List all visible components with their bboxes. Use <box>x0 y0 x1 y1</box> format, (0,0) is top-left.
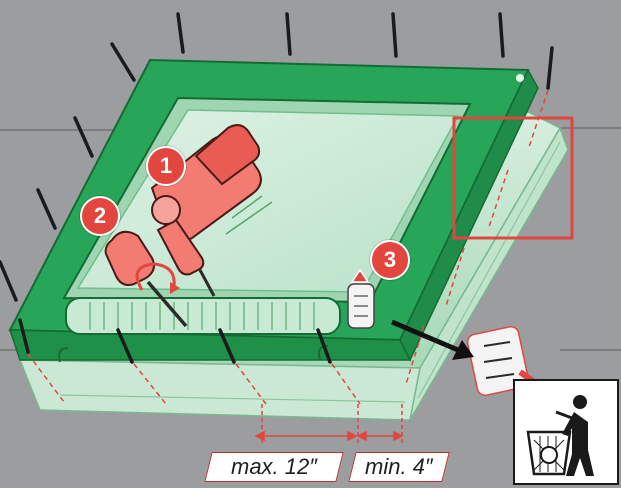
step-2-badge: 2 <box>80 196 120 236</box>
max-spacing-label: max. 12″ <box>204 452 343 482</box>
min-spacing-label: min. 4″ <box>348 452 449 482</box>
step-3-badge: 3 <box>370 240 410 280</box>
trash-bin-recycling-icon <box>514 380 618 484</box>
step-1-badge: 1 <box>146 146 186 186</box>
